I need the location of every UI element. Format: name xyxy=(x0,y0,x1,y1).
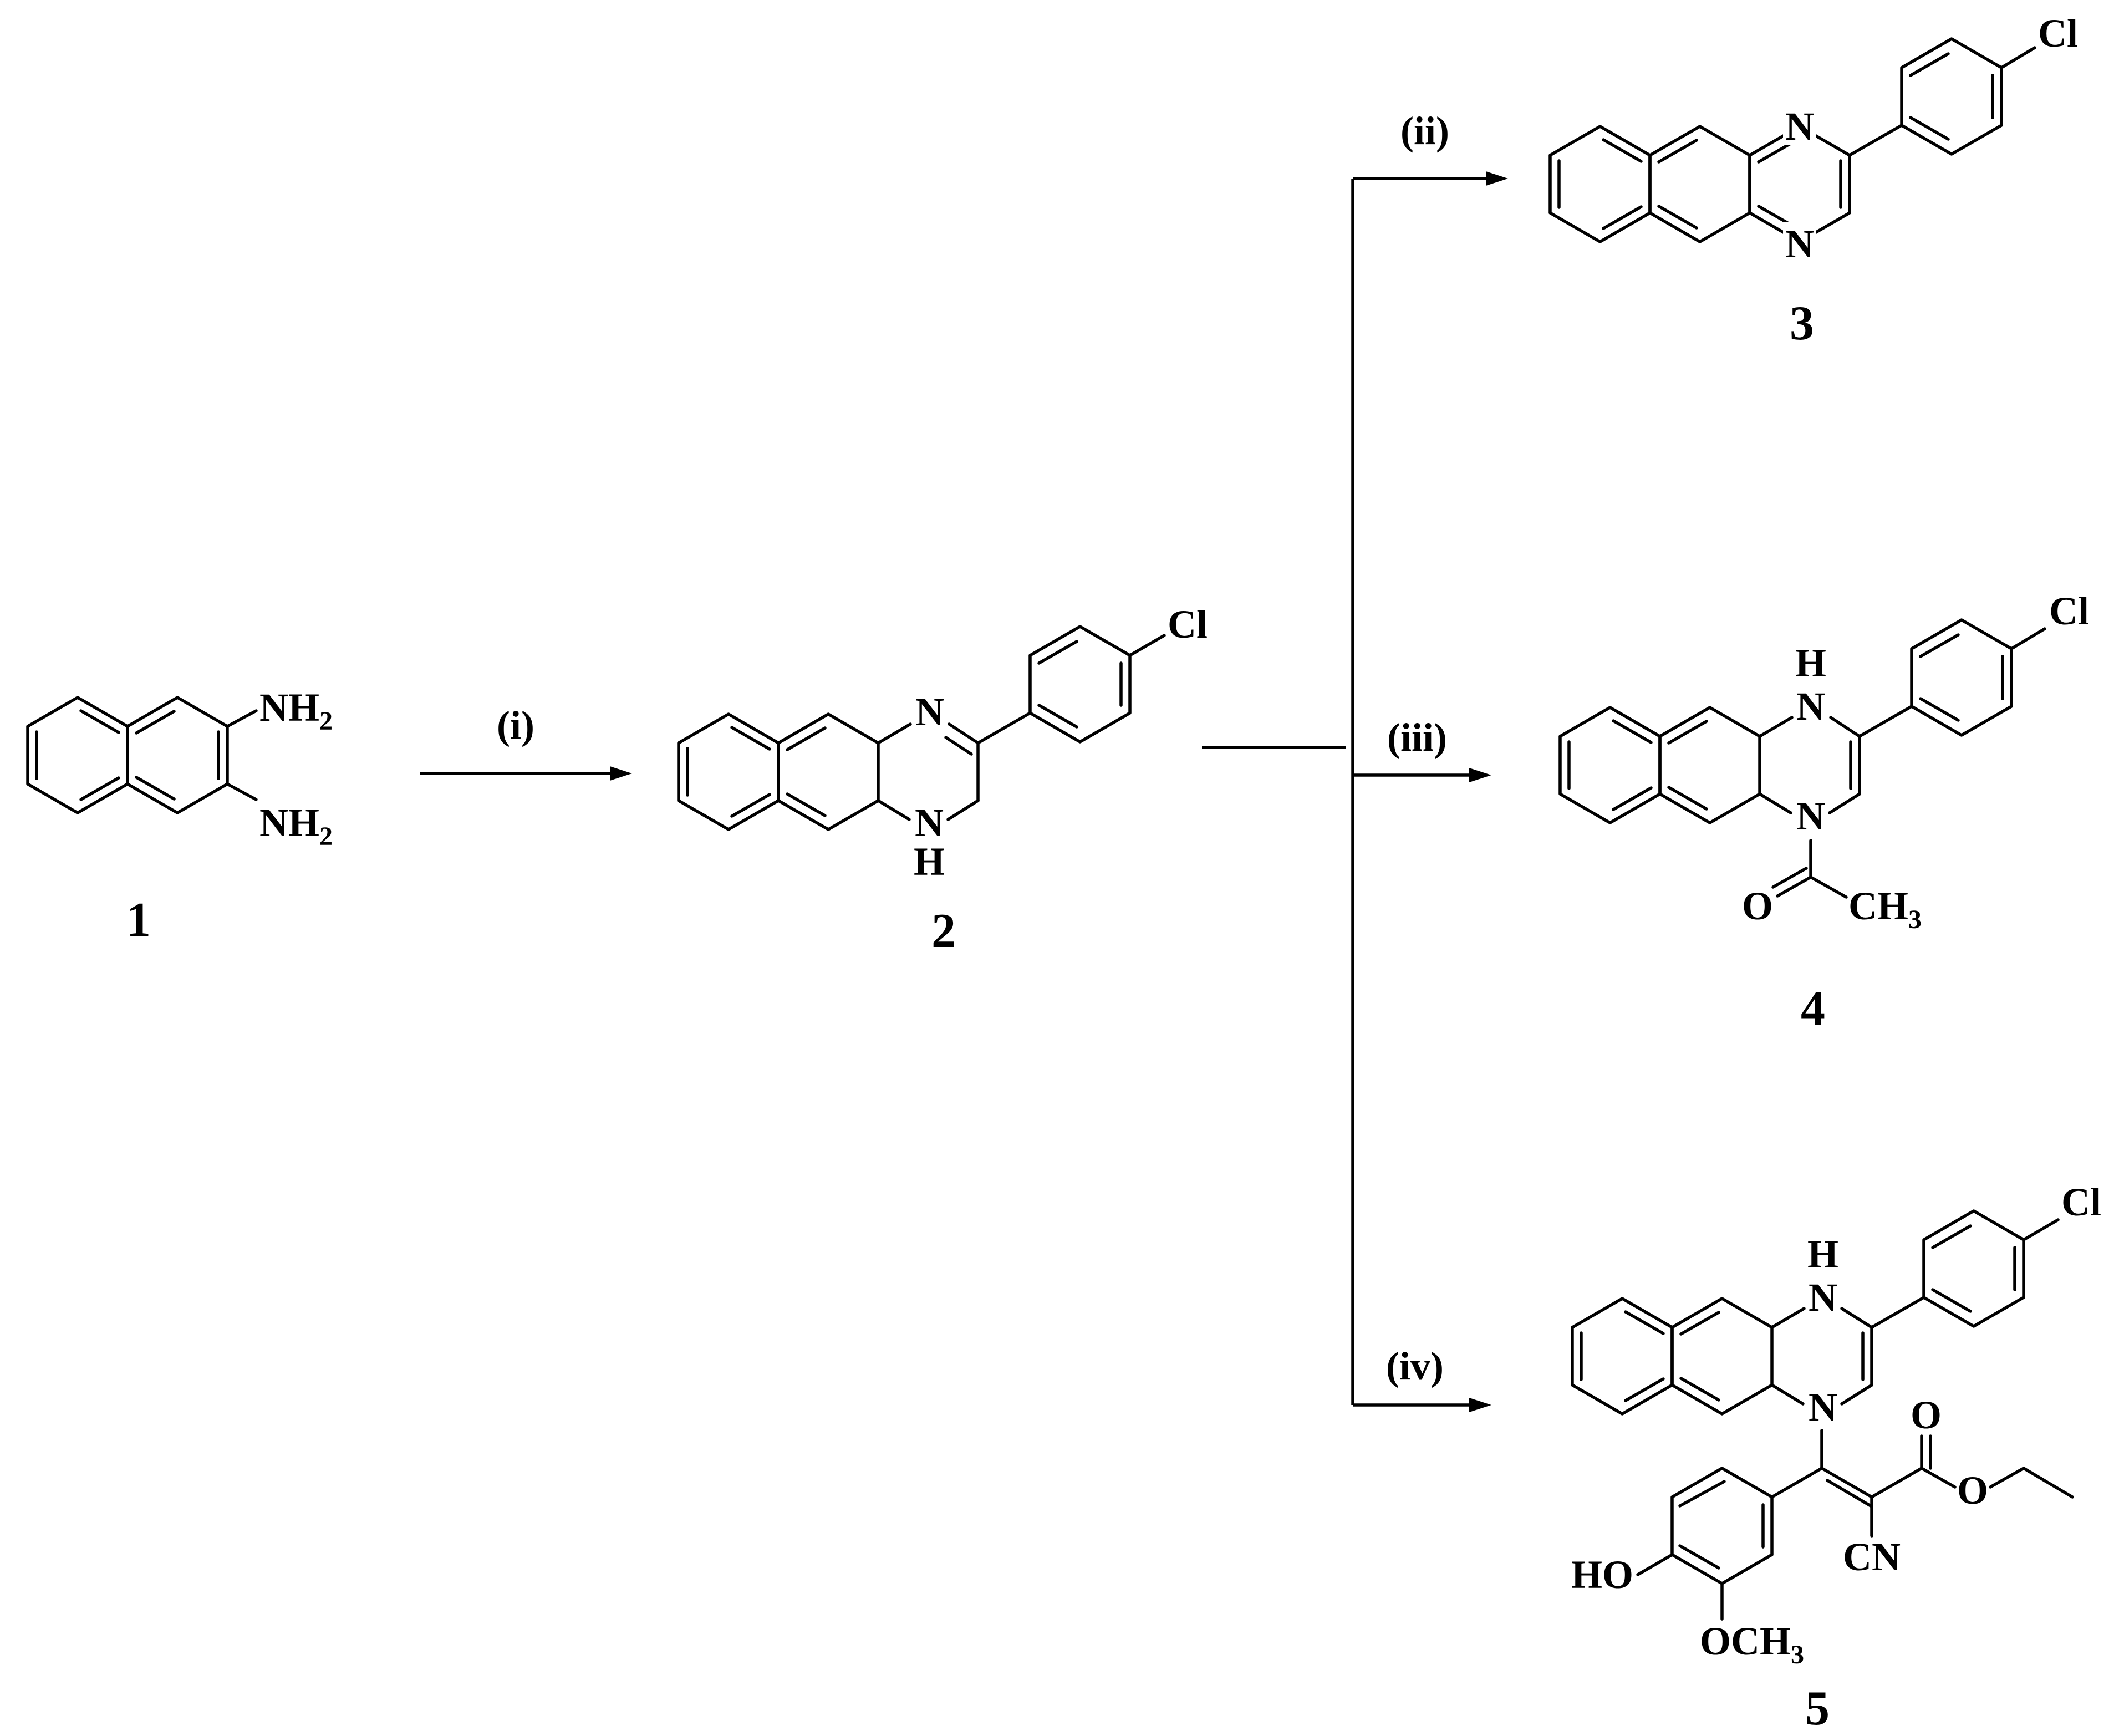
compound-2-structure: N N H Cl xyxy=(677,602,1208,884)
atom-Cl: Cl xyxy=(2049,589,2089,633)
atom-N-vinyl: N xyxy=(1809,1385,1837,1429)
atom-H: H xyxy=(1795,641,1826,685)
atom-N-upper: N xyxy=(1785,104,1814,149)
compound-label-4: 4 xyxy=(1801,982,1825,1036)
atom-H: H xyxy=(914,839,945,884)
atom-Cl: Cl xyxy=(2038,11,2078,55)
atom-N-acyl: N xyxy=(1796,794,1825,838)
amine-label-top: NH2 xyxy=(259,685,333,736)
compound-5-bonds xyxy=(1571,1209,2074,1621)
compound-5-structure: H N N O O CN HO OCH3 Cl xyxy=(1571,1180,2101,1669)
compound-label-3: 3 xyxy=(1790,297,1814,350)
atom-N-lower: N xyxy=(1785,222,1814,266)
reaction-arrow-iv xyxy=(1353,1398,1491,1412)
atom-N-imine: N xyxy=(915,690,944,734)
amine-label-bottom: NH2 xyxy=(259,801,333,851)
compound-label-2: 2 xyxy=(931,904,956,958)
atom-O-ester: O xyxy=(1957,1468,1988,1513)
compound-3-bonds xyxy=(1548,37,2036,263)
compound-1-structure: NH2 NH2 xyxy=(26,685,333,851)
atom-NH: N xyxy=(1796,684,1825,729)
nitrile-label: CN xyxy=(1843,1535,1901,1579)
compound-2-bonds xyxy=(677,625,1166,831)
methyl-label: CH3 xyxy=(1848,884,1922,934)
atom-Cl: Cl xyxy=(1168,602,1208,646)
atom-Cl: Cl xyxy=(2061,1180,2101,1224)
compound-4-structure: H N N O CH3 Cl xyxy=(1558,589,2089,934)
reaction-arrow-iii xyxy=(1353,768,1491,782)
condition-iv: (iv) xyxy=(1386,1344,1444,1388)
atom-NH: N xyxy=(1809,1275,1837,1320)
condition-i: (i) xyxy=(497,703,534,747)
condition-ii: (ii) xyxy=(1400,109,1449,153)
methoxy-label: OCH3 xyxy=(1700,1619,1804,1669)
condition-iii: (iii) xyxy=(1387,715,1447,760)
compound-3-structure: N N Cl xyxy=(1548,11,2078,266)
compound-label-5: 5 xyxy=(1805,1682,1830,1735)
atom-O-carbonyl: O xyxy=(1911,1393,1942,1437)
compound-label-1: 1 xyxy=(126,893,151,947)
reaction-arrow-i xyxy=(420,766,632,781)
compound-1-bonds xyxy=(26,696,258,814)
hydroxyl-label: HO xyxy=(1571,1552,1633,1597)
atom-N-amine: N xyxy=(915,801,944,845)
compound-4-bonds xyxy=(1558,618,2046,899)
branch-connector xyxy=(1202,179,1354,1405)
atom-O-carbonyl: O xyxy=(1742,884,1773,928)
atom-H: H xyxy=(1807,1232,1838,1276)
reaction-arrow-ii xyxy=(1353,171,1508,186)
